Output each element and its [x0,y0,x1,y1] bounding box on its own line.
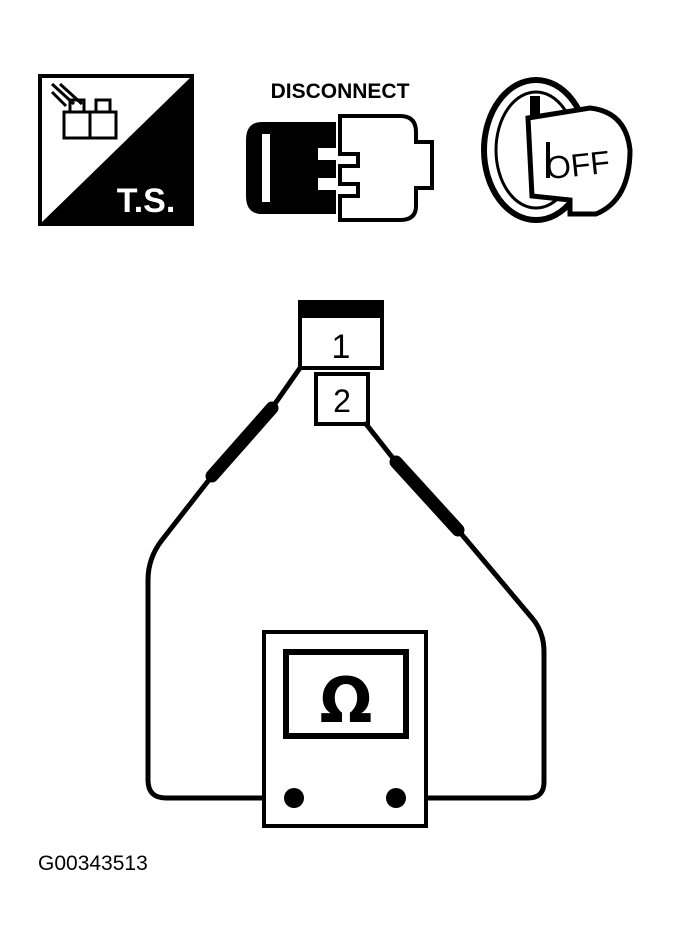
connector-glyph-icon [50,82,118,140]
ignition-label: OFF [544,144,611,186]
pin-1-label: 1 [332,328,351,366]
disconnect-label: DISCONNECT [271,80,410,103]
ignition-off-icon: OFF [481,77,633,223]
disconnect-icon: DISCONNECT [246,80,434,222]
figure-id: G00343513 [38,852,148,875]
key-icon [525,105,633,217]
connector: 1 2 [298,300,384,426]
meter-display [283,649,409,739]
ohmmeter: Ω [262,630,428,828]
meter-terminal-right [386,788,406,808]
ts-icon: T.S. [38,74,194,226]
connector-left-half-icon [246,122,336,214]
ts-label: T.S. [117,182,176,220]
connector-right-half-icon [338,114,434,222]
meter-terminal-left [284,788,304,808]
ohm-symbol: Ω [320,664,373,737]
pin-2-label: 2 [333,383,351,419]
